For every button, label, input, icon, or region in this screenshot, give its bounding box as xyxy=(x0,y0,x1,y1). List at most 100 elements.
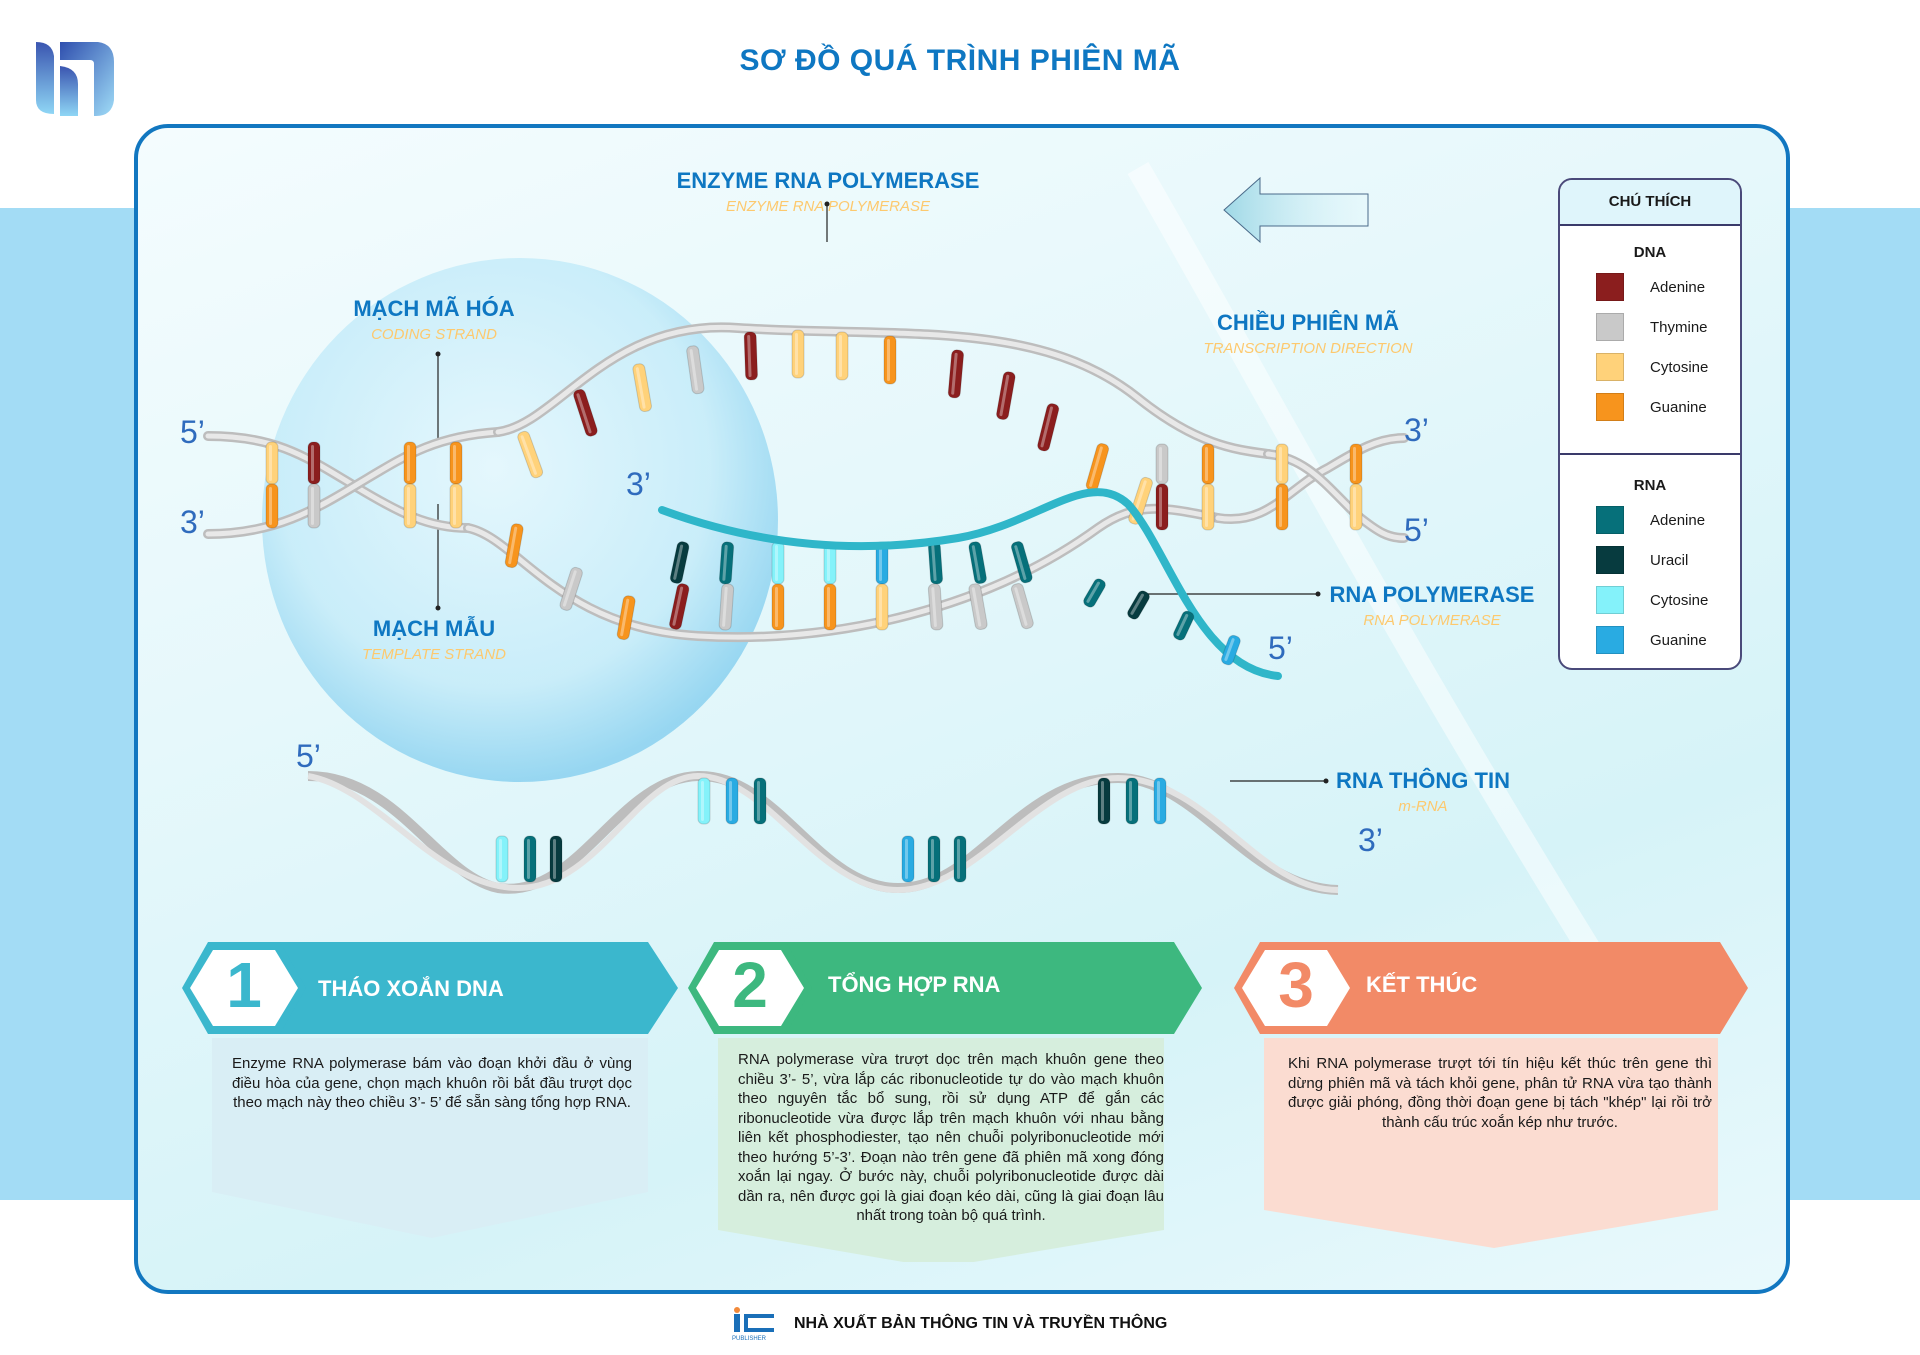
dna-backbone-highlight xyxy=(495,324,1271,457)
legend-item-label: Adenine xyxy=(1650,511,1706,529)
legend-item-label: Guanine xyxy=(1650,398,1707,416)
rna-tail-base-shine xyxy=(1086,581,1100,603)
rna-paired-base xyxy=(927,541,944,585)
dna-coding-base xyxy=(686,345,705,395)
step-1-banner xyxy=(242,942,678,1034)
dna-coding-base xyxy=(632,363,652,413)
dna-coding-base-body xyxy=(573,388,598,437)
legend-item: Uracil xyxy=(1560,540,1740,580)
dna-coding-base xyxy=(517,430,544,479)
rna-tail-base xyxy=(1173,610,1195,641)
dna-coding-base xyxy=(883,335,897,385)
mrna-backbone-highlight xyxy=(307,772,1339,894)
dna-coding-base-shine xyxy=(1089,446,1103,487)
dna-base-pair-bottom-body xyxy=(1275,483,1289,531)
dna-coding-base xyxy=(573,388,598,437)
step-3-body: Khi RNA polymerase trượt tới tín hiệu kế… xyxy=(1288,1055,1712,1131)
legend-section-rna: RNA Adenine Uracil Cytosine Guanine xyxy=(1560,477,1740,660)
step-3-banner xyxy=(1294,942,1748,1034)
dna-template-paired-base-shine xyxy=(672,586,684,626)
mrna-base xyxy=(753,777,767,825)
step-1: 1 THÁO XOẮN DNA Enzyme RNA polymerase bá… xyxy=(182,942,682,1262)
dna-base-pair-bottom-shine xyxy=(269,487,272,525)
legend-title: CHÚ THÍCH xyxy=(1560,180,1740,226)
rna-tail-base-body xyxy=(1221,634,1241,666)
dna-base-pair-top xyxy=(1349,443,1363,485)
mrna-base-shine xyxy=(757,781,760,821)
dna-coding-base-shine xyxy=(839,335,842,377)
dna-coding-base-shine xyxy=(747,335,752,378)
dna-template-base-body xyxy=(616,595,636,641)
mrna-base-body xyxy=(901,835,915,883)
dna-template-paired-base xyxy=(968,583,988,631)
mrna-base-body xyxy=(1125,777,1139,825)
legend-item: Adenine xyxy=(1560,500,1740,540)
dna-template-base-body xyxy=(559,566,583,611)
dna-base-pair-top xyxy=(307,441,321,485)
dna-template-paired-base-shine xyxy=(775,587,778,627)
dna-coding-base xyxy=(791,329,805,379)
label-rna-pol-en: RNA POLYMERASE xyxy=(1363,612,1501,629)
dna-bases xyxy=(265,329,1363,641)
dna-base-pair-bottom-shine xyxy=(407,487,410,525)
rna-paired-base-body xyxy=(718,541,735,585)
legend-item-label: Thymine xyxy=(1650,318,1708,336)
dna-coding-base-body xyxy=(947,349,965,399)
mrna-strand xyxy=(307,770,1339,895)
prime-mrna-3: 3’ xyxy=(1358,822,1383,858)
step-3-body-bg xyxy=(1264,1038,1718,1248)
dna-coding-base-shine xyxy=(520,435,537,475)
dna-coding-base-shine xyxy=(999,374,1010,417)
step-2-shape xyxy=(688,942,1202,1262)
dna-coding-base-body xyxy=(1037,403,1060,452)
dna-base-pair-bottom xyxy=(307,483,321,529)
step-2-body: RNA polymerase vừa trượt dọc trên mạch k… xyxy=(738,1051,1164,1224)
dna-coding-base-shine xyxy=(635,367,646,409)
enzyme-bubble xyxy=(262,258,778,782)
mrna-base xyxy=(523,835,537,883)
mrna-base-shine xyxy=(957,839,960,879)
dna-base-pair-top-shine xyxy=(1205,447,1208,481)
step-1-body-bg xyxy=(212,1038,648,1238)
label-coding-vi: MẠCH MÃ HÓA xyxy=(353,296,515,321)
legend-item: Guanine xyxy=(1560,620,1740,660)
mrna-base-shine xyxy=(729,781,732,821)
rna-paired-base-shine xyxy=(673,544,684,580)
prime-dna-right-top: 3’ xyxy=(1404,412,1429,448)
label-coding-en: CODING STRAND xyxy=(371,326,497,343)
dna-coding-base xyxy=(996,371,1016,421)
dna-coding-base-shine xyxy=(887,339,890,381)
page-title: SƠ ĐỒ QUÁ TRÌNH PHIÊN MÃ xyxy=(739,44,1181,77)
label-template-vi: MẠCH MẪU xyxy=(372,616,496,641)
step-2-title: TỔNG HỢP RNA xyxy=(828,972,1001,997)
label-direction: CHIỀU PHIÊN MÃ TRANSCRIPTION DIRECTION xyxy=(1188,310,1428,357)
dna-template-base-shine xyxy=(562,570,577,607)
mrna-base xyxy=(697,777,711,825)
rna-paired-base xyxy=(669,541,690,584)
legend-swatch xyxy=(1596,313,1624,341)
dna-base-pair-bottom-shine xyxy=(1353,487,1356,527)
rna-paired-base-shine xyxy=(722,544,728,581)
step-3-hex-inner xyxy=(1242,950,1350,1026)
dna-coding-base-body xyxy=(791,329,805,379)
rna-pol-pointer-dot xyxy=(1315,591,1321,597)
dna-base-pair-top xyxy=(449,441,463,485)
prime-rna-3: 3’ xyxy=(626,466,651,502)
dna-base-pair-bottom xyxy=(1349,483,1363,531)
mrna-base xyxy=(725,777,739,825)
mrna-pointer-dot xyxy=(1323,778,1329,784)
dna-backbone-highlight xyxy=(1215,435,1407,522)
dna-template-paired-base-shine xyxy=(827,587,830,627)
step-2-banner xyxy=(748,942,1202,1034)
dna-coding-base-shine xyxy=(795,333,798,375)
mrna-base-body xyxy=(953,835,967,883)
step-2-hex-inner xyxy=(696,950,804,1026)
dna-base-pair-bottom-shine xyxy=(1205,487,1208,527)
footer: PUBLISHER NHÀ XUẤT BẢN THÔNG TIN VÀ TRUY… xyxy=(730,1306,1167,1342)
dna-template-paired-base-shine xyxy=(722,586,728,627)
dna-template-paired-base-body xyxy=(968,583,988,631)
rna-paired-base xyxy=(771,541,785,585)
dna-coding-base xyxy=(1037,403,1060,452)
label-mrna-vi: RNA THÔNG TIN xyxy=(1336,768,1510,793)
prime-dna-left-bottom: 3’ xyxy=(180,504,205,540)
